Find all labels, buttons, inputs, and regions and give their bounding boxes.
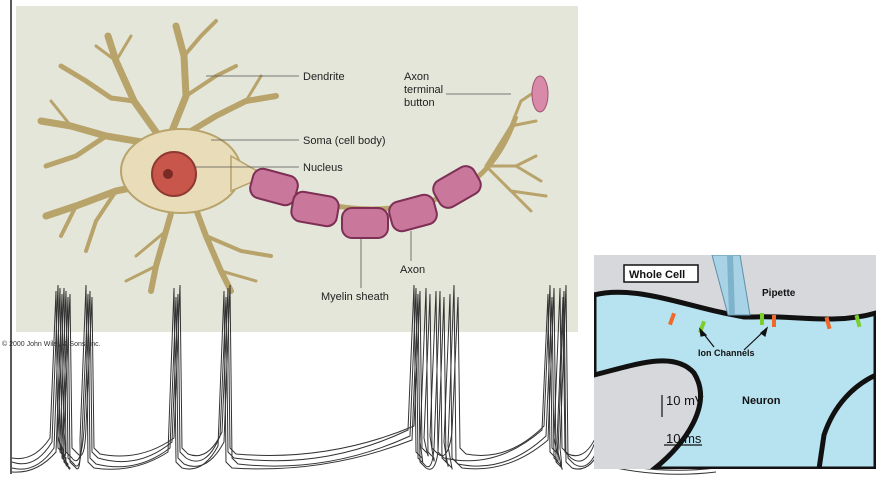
patch-clamp-panel: Whole Cell Pipette Ion Channels Neuron 1…	[594, 255, 876, 469]
label-scale-voltage: 10 mV	[666, 393, 704, 408]
neuron-cytoplasm	[594, 292, 876, 469]
label-scale-time: 10 ms	[666, 431, 702, 446]
patch-clamp-illustration: Whole Cell Pipette Ion Channels Neuron 1…	[594, 255, 876, 469]
label-neuron: Neuron	[742, 395, 781, 407]
label-ion-channels: Ion Channels	[698, 348, 755, 358]
label-pipette: Pipette	[762, 288, 796, 299]
label-whole-cell: Whole Cell	[629, 269, 685, 281]
